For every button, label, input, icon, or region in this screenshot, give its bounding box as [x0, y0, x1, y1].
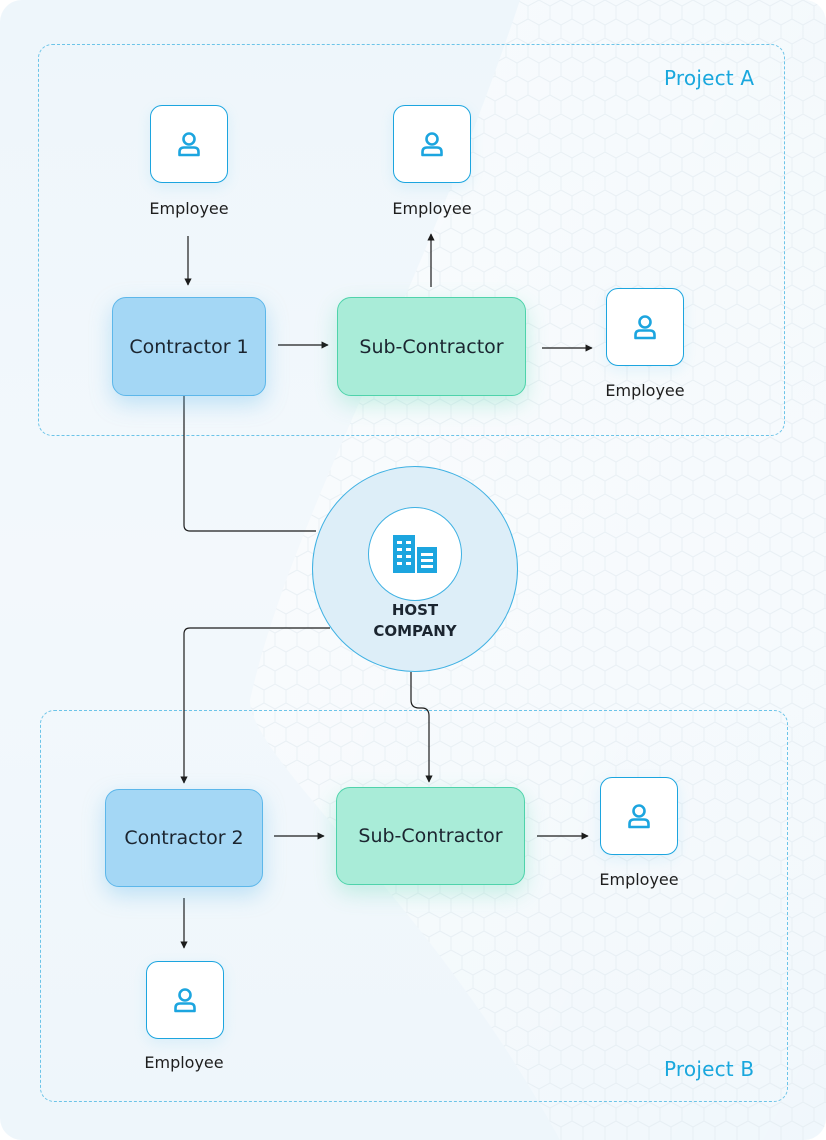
host-label-line2: COMPANY	[373, 622, 457, 640]
project-b-region	[40, 710, 788, 1102]
employee-b-right-card[interactable]	[600, 777, 678, 855]
building-icon	[393, 535, 437, 573]
person-icon	[421, 132, 443, 157]
host-company-icon-circle	[368, 507, 462, 601]
host-label-line1: HOST	[391, 601, 439, 619]
arrow-host-to-subcontractor-b	[410, 672, 433, 783]
employee-b-bottom-label: Employee	[144, 1053, 224, 1072]
person-icon	[178, 132, 200, 157]
person-icon	[628, 804, 650, 829]
host-company-label: HOST COMPANY	[335, 600, 495, 642]
employee-b-bottom-card[interactable]	[146, 961, 224, 1039]
person-icon	[634, 315, 656, 340]
employee-a-top-card[interactable]	[393, 105, 471, 183]
employee-a-left-label: Employee	[149, 199, 229, 218]
project-a-label: Project A	[664, 66, 755, 90]
employee-b-right-label: Employee	[599, 870, 679, 889]
contractor-1-node[interactable]: Contractor 1	[112, 297, 266, 396]
contractor-2-node[interactable]: Contractor 2	[105, 789, 263, 887]
subcontractor-a-node[interactable]: Sub-Contractor	[337, 297, 526, 396]
employee-a-right-card[interactable]	[606, 288, 684, 366]
project-a-region	[38, 44, 785, 436]
arrow-host-to-contractor1	[180, 387, 316, 532]
project-b-label: Project B	[664, 1057, 755, 1081]
employee-a-left-card[interactable]	[150, 105, 228, 183]
person-icon	[174, 988, 196, 1013]
employee-a-top-label: Employee	[392, 199, 472, 218]
subcontractor-b-node[interactable]: Sub-Contractor	[336, 787, 525, 885]
arrow-host-to-contractor2	[180, 627, 330, 784]
employee-a-right-label: Employee	[605, 381, 685, 400]
